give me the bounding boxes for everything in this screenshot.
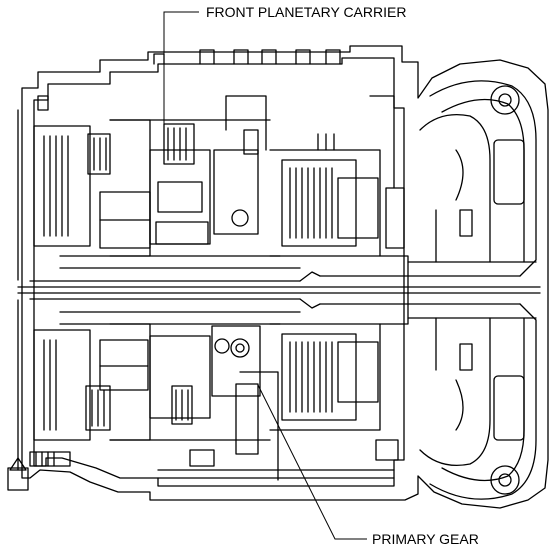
clutch-pack-lower (269, 323, 381, 431)
main-shaft (17, 267, 541, 313)
front-planetary-carrier (99, 95, 267, 249)
label-front-planetary-carrier: FRONT PLANETARY CARRIER (206, 4, 406, 20)
lower-right-components (157, 95, 405, 479)
transmission-drawing (7, 45, 549, 509)
clutch-pack-upper (269, 133, 381, 257)
leader-primary-gear (257, 384, 367, 540)
housing-outline (21, 45, 549, 509)
leader-lines (163, 11, 367, 540)
rear-planetary-set (99, 325, 279, 481)
left-clutch-lower (7, 323, 151, 491)
housing-fins (153, 49, 341, 65)
housing-inner (33, 57, 405, 487)
torque-converter (407, 80, 537, 500)
drum-outlines (17, 109, 409, 471)
leader-front-planetary-carrier (163, 11, 199, 160)
label-primary-gear: PRIMARY GEAR (372, 531, 479, 547)
